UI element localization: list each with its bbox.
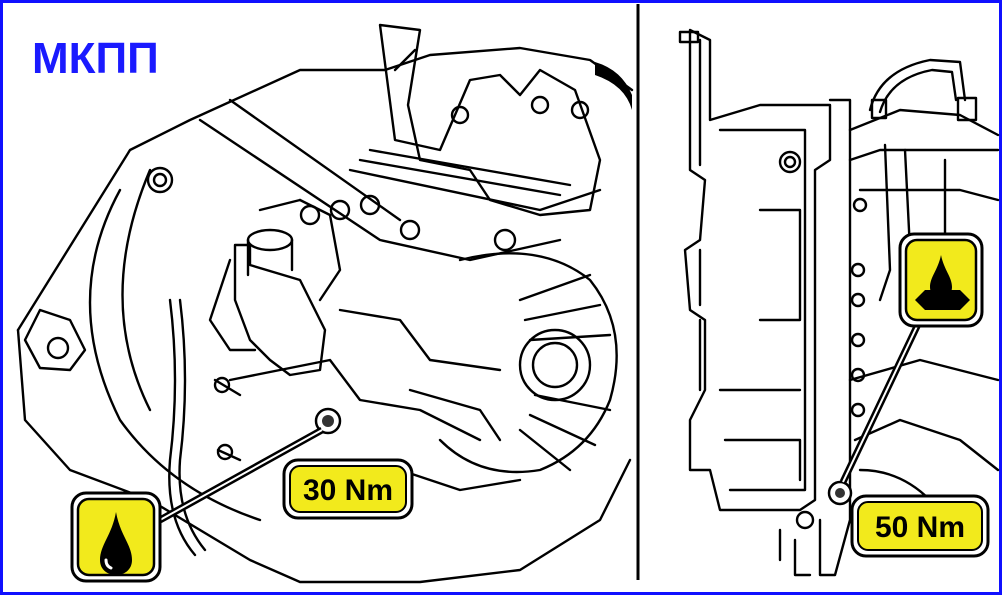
right-leader-line xyxy=(839,318,924,484)
oil-drop-badge xyxy=(70,491,162,583)
torque-badge-30: 30 Nm xyxy=(282,458,414,520)
left-leader-line xyxy=(158,426,324,524)
torque-badge-50: 50 Nm xyxy=(850,494,990,558)
shaft-tip xyxy=(595,62,632,110)
diagram-title: МКПП xyxy=(32,34,159,83)
fill-plug xyxy=(827,480,853,506)
drain-plug xyxy=(314,407,342,435)
torque-label-50: 50 Nm xyxy=(875,511,965,544)
oil-level-badge xyxy=(898,232,984,328)
oil-fill-level-icon xyxy=(915,255,970,310)
oil-drop-icon xyxy=(100,512,132,575)
torque-label-30: 30 Nm xyxy=(303,474,393,507)
